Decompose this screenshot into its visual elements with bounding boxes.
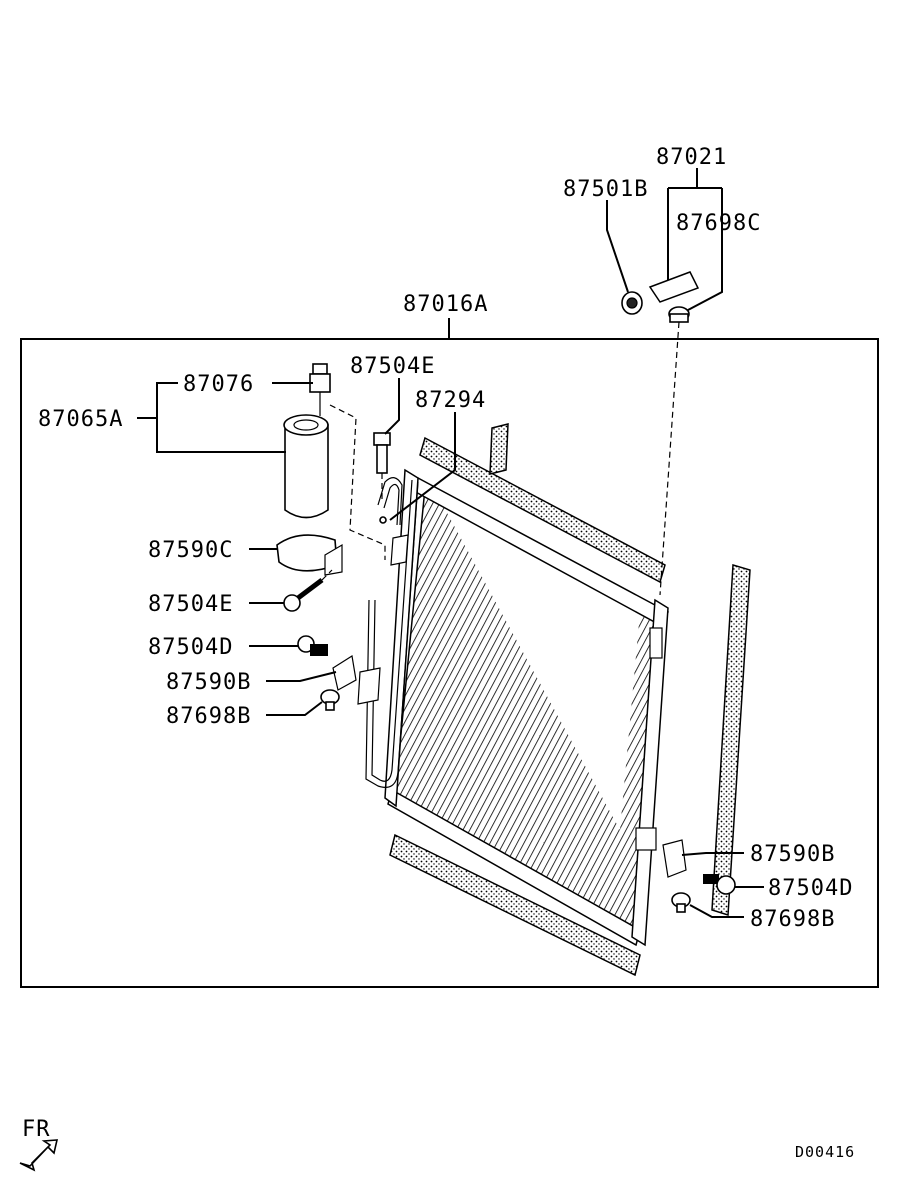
upper-side-seal xyxy=(489,423,509,475)
label-87698B-right: 87698B xyxy=(750,907,835,932)
pressure-switch xyxy=(309,363,331,416)
pipe-87294 xyxy=(377,477,403,526)
bracket-87021 xyxy=(648,271,700,303)
drier-bracket xyxy=(276,534,343,576)
label-87504E-top: 87504E xyxy=(350,354,435,379)
label-87065A: 87065A xyxy=(38,407,123,432)
bushing-87698B-right xyxy=(671,892,691,913)
nut-87501B xyxy=(621,291,643,315)
label-87504E-mid: 87504E xyxy=(148,592,233,617)
bushing-87698C xyxy=(668,306,690,323)
leader-lines xyxy=(137,168,764,918)
front-arrow-icon xyxy=(19,1139,59,1172)
bushing-87698B-left xyxy=(320,689,340,711)
bracket-87590B-left xyxy=(332,655,357,691)
label-87076: 87076 xyxy=(183,372,254,397)
bottom-seal-strip xyxy=(389,833,641,977)
label-87590C: 87590C xyxy=(148,538,233,563)
condenser-core xyxy=(357,468,670,947)
label-87590B-right: 87590B xyxy=(750,842,835,867)
label-87501B: 87501B xyxy=(563,177,648,202)
label-87021: 87021 xyxy=(656,145,727,170)
label-87016A: 87016A xyxy=(403,292,488,317)
label-87294: 87294 xyxy=(415,388,486,413)
bolt-87504D-left xyxy=(297,635,328,656)
direction-label: FR xyxy=(22,1117,51,1142)
top-seal-strip xyxy=(419,436,666,584)
bolt-87504D-right xyxy=(703,874,736,895)
label-87504D-left: 87504D xyxy=(148,635,233,660)
label-87504D-right: 87504D xyxy=(768,876,853,901)
label-87698B-left: 87698B xyxy=(166,704,251,729)
bolt-87504E-top xyxy=(373,432,391,500)
label-87698C: 87698C xyxy=(676,211,761,236)
diagram-code: D00416 xyxy=(795,1143,855,1161)
right-seal-strip xyxy=(711,564,751,917)
bracket-87590B-right xyxy=(662,839,687,878)
receiver-drier xyxy=(283,414,329,519)
label-87590B-left: 87590B xyxy=(166,670,251,695)
bolt-87504E-mid xyxy=(283,569,333,612)
